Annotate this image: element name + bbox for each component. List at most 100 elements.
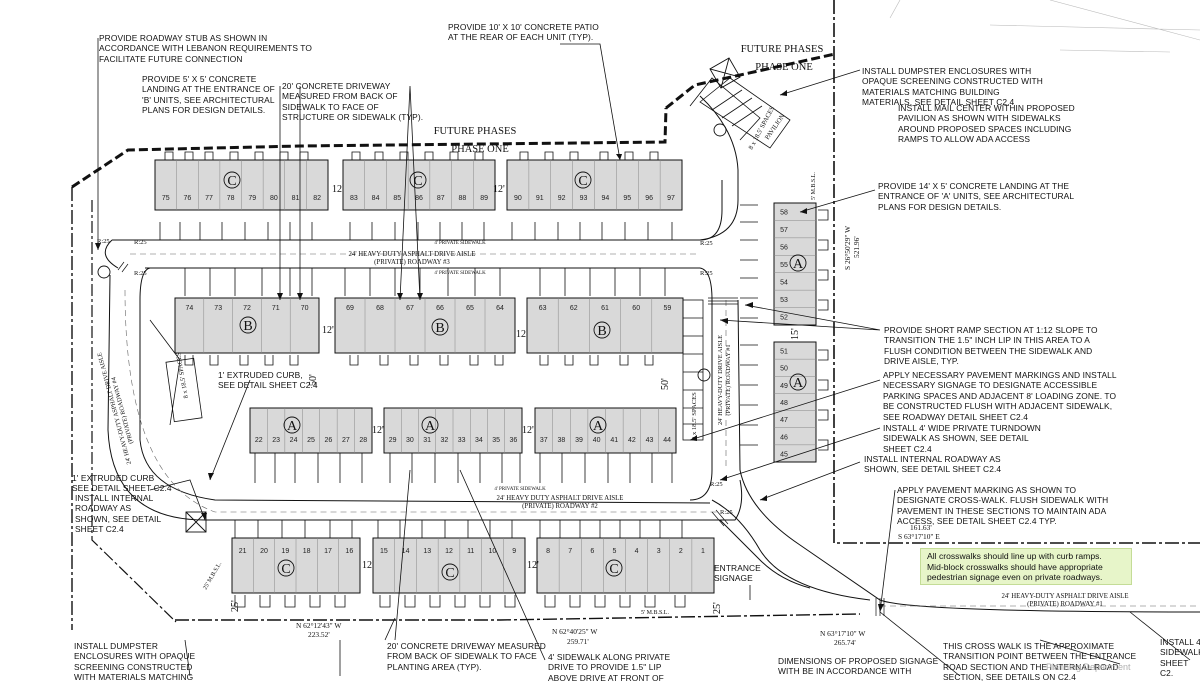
note-signage-bottom: DIMENSIONS OF PROPOSED SIGNAGE WITH BE I…: [778, 656, 939, 677]
building-type-marker: [283, 416, 301, 434]
unit-number: 95: [623, 195, 631, 202]
unit-number: 89: [480, 195, 488, 202]
roadway2-sublabel: (PRIVATE) ROADWAY #2: [522, 503, 598, 510]
distance-south: 161.63': [910, 523, 932, 532]
note-crosswalk: APPLY PAVEMENT MARKING AS SHOWN TO DESIG…: [897, 485, 1109, 527]
unit-number: 84: [372, 195, 380, 202]
sidewalk-label-mid: 4' PRIVATE SIDEWALK: [434, 271, 486, 276]
unit-number: 5: [612, 548, 616, 555]
building-type-letter: B: [243, 319, 252, 334]
dumpster-enclosures: [97, 57, 741, 533]
unit-number: 4: [635, 548, 639, 555]
note-ramp: PROVIDE SHORT RAMP SECTION AT 1:12 SLOPE…: [884, 325, 1098, 367]
unit-number: 80: [270, 195, 278, 202]
unit-number: 3: [657, 548, 661, 555]
building-type-letter: A: [287, 419, 298, 434]
roadway1-label: 24' HEAVY-DUTY ASPHALT DRIVE AISLE: [1002, 593, 1129, 600]
unit-number: 79: [248, 195, 256, 202]
dim-12-d: 12': [516, 329, 528, 340]
unit-number: 19: [281, 548, 289, 555]
unit-number: 28: [359, 437, 367, 444]
radius-4: R:25: [700, 240, 713, 247]
unit-number: 47: [780, 417, 788, 424]
unit-number: 21: [239, 548, 247, 555]
building-type-marker: [789, 373, 807, 391]
note-sidewalk-bottom: 4' SIDEWALK ALONG PRIVATE DRIVE TO PROVI…: [548, 652, 671, 683]
dim-12-c: 12': [322, 325, 334, 336]
unit-number: 81: [292, 195, 300, 202]
bearing-3: N 63°17'10" W: [820, 629, 865, 638]
unit-number: 96: [645, 195, 653, 202]
building-type-letter: B: [435, 321, 444, 336]
unit-number: 83: [350, 195, 358, 202]
dim-12-f: 12': [522, 425, 534, 436]
unit-number: 78: [227, 195, 235, 202]
building-type-letter: B: [597, 324, 606, 339]
building-footprint: [773, 202, 817, 326]
unit-number: 32: [440, 437, 448, 444]
distance-3: 265.74': [834, 638, 856, 647]
unit-number: 51: [780, 349, 788, 356]
unit-number: 86: [415, 195, 423, 202]
unit-number: 27: [342, 437, 350, 444]
unit-number: 11: [467, 548, 474, 555]
building-type-letter: A: [793, 257, 804, 272]
unit-number: 58: [780, 210, 788, 217]
dimension-labels: 12' 12' 12' 12' 12' 12' 12' 12' 50' 50' …: [97, 184, 940, 647]
unit-number: 46: [780, 434, 788, 441]
roadway-curbs: [104, 77, 1200, 613]
unit-number: 94: [602, 195, 610, 202]
building-type-letter: C: [609, 562, 618, 577]
patio-stubs: [234, 209, 829, 608]
dim-12-e: 12': [372, 425, 384, 436]
bearing-south: S 63°17'10" E: [898, 532, 940, 541]
unit-number: 9: [512, 548, 516, 555]
note-roadway-stub: PROVIDE ROADWAY STUB AS SHOWN IN ACCORDA…: [99, 33, 312, 64]
dim-25-a: 25': [230, 600, 241, 612]
unit-number: 29: [389, 437, 397, 444]
unit-number: 62: [570, 305, 578, 312]
note-dumpster-right: INSTALL DUMPSTER ENCLOSURES WITH OPAQUE …: [862, 66, 1043, 108]
building-footprint: [773, 341, 817, 463]
unit-number: 42: [628, 437, 636, 444]
crosswalks: [117, 261, 885, 616]
building-type-letter: A: [793, 376, 804, 391]
unit-number: 6: [590, 548, 594, 555]
note-landing-5x5: PROVIDE 5' x 5' CONCRETE LANDING AT THE …: [142, 74, 275, 116]
unit-number: 48: [780, 400, 788, 407]
note-install-sidewalk-right: INSTALL 4' SIDEWALK SHEET C2.: [1160, 637, 1200, 679]
unit-number: 8: [546, 548, 550, 555]
unit-number: 76: [184, 195, 192, 202]
building-type-letter: C: [227, 174, 236, 189]
dim-25-b: 25': [712, 602, 723, 614]
parking-areas: [149, 77, 791, 441]
note-internal-roadway-right: INSTALL INTERNAL ROADWAY AS SHOWN, SEE D…: [864, 454, 1002, 475]
unit-number: 13: [423, 548, 431, 555]
note-landing-14x5: PROVIDE 14' x 5' CONCRETE LANDING AT THE…: [878, 181, 1075, 212]
building-type-letter: A: [425, 419, 436, 434]
background-sketch: [889, 0, 1200, 53]
review-comment[interactable]: All crosswalks should line up with curb …: [920, 548, 1132, 585]
unit-number: 44: [663, 437, 671, 444]
roadway1v-label: 24' HEAVY-DUTY DRIVE AISLE: [717, 335, 724, 425]
dim-15: 15': [790, 328, 801, 340]
unit-number: 16: [345, 548, 353, 555]
unit-number: 37: [540, 437, 548, 444]
unit-number: 64: [496, 305, 504, 312]
unit-number: 1: [701, 548, 705, 555]
dim-12-a: 12': [332, 184, 344, 195]
unit-number: 59: [664, 305, 672, 312]
building-type-marker: [441, 563, 459, 581]
dim-12-h: 12': [527, 560, 539, 571]
note-driveway-20: 20' CONCRETE DRIVEWAY MEASURED FROM BACK…: [282, 81, 424, 123]
note-turndown: INSTALL 4' WIDE PRIVATE TURNDOWN SIDEWAL…: [883, 423, 1041, 454]
distance-2: 259.71': [567, 637, 589, 646]
bearing-1: N 62°12'43" W: [296, 621, 341, 630]
